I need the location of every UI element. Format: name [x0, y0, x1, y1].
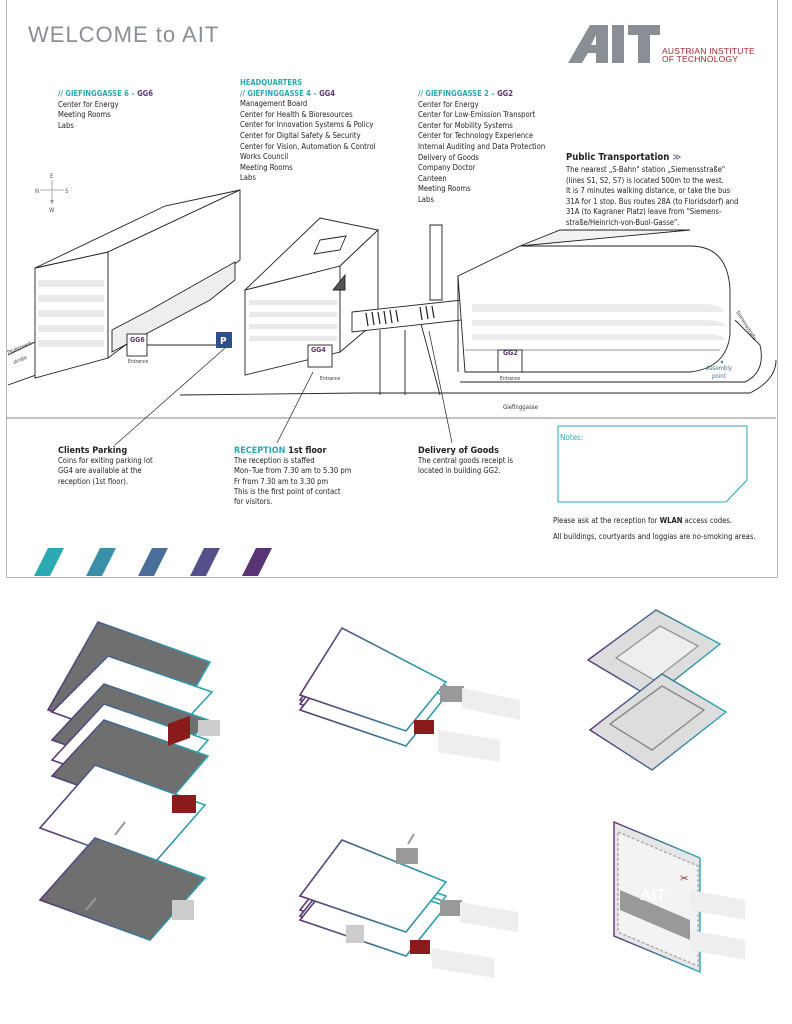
logo-text: AUSTRIAN INSTITUTE OF TECHNOLOGY: [662, 46, 755, 64]
street-label: Siemensstraße: [734, 310, 757, 342]
list-item: Center for Technology Experience: [418, 131, 534, 141]
gg4-label: GG4: [311, 346, 326, 354]
gg4-heading-top: HEADQUARTERS: [240, 78, 303, 87]
fold-step-5: [613, 820, 745, 974]
list-item: Center for Vision, Automation & Control: [240, 141, 376, 151]
list-item: Center for Energy: [418, 99, 479, 109]
notes-box[interactable]: [557, 425, 748, 503]
list-item: Center for Energy: [58, 99, 119, 109]
list-item: Meeting Rooms: [418, 184, 471, 194]
compass-icon: N E S W: [35, 173, 69, 214]
entrance-label: Entrance: [320, 376, 340, 382]
parking-callout: Clients Parking Coins for exiting parkin…: [58, 446, 153, 486]
notes-label: Notes:: [560, 433, 584, 442]
reception-callout: RECEPTION 1st floor The reception is sta…: [234, 446, 352, 507]
list-item: Labs: [58, 120, 74, 130]
wlan-note: Please ask at the reception for WLAN acc…: [553, 516, 733, 525]
list-item: Center for Health & Bioresources: [240, 109, 353, 119]
svg-text:S: S: [65, 188, 69, 195]
list-item: Works Council: [240, 152, 289, 162]
gg2-label: GG2: [503, 349, 518, 357]
list-item: Meeting Rooms: [58, 110, 111, 120]
gg4-column: HEADQUARTERS // GIEFINGGASSE 4 – GG4 Man…: [240, 78, 376, 184]
list-item: Center for Low-Emission Transport: [418, 110, 536, 120]
ait-logo-small: AIT: [640, 887, 666, 904]
parking-icon: [216, 332, 232, 348]
list-item: Center for Mobility Systems: [418, 120, 513, 130]
list-item: Canteen: [418, 173, 447, 183]
gg6-heading: // GIEFINGGASSE 6 – GG6: [58, 89, 154, 98]
fold-step-3: [586, 609, 728, 771]
svg-text:point: point: [712, 373, 726, 380]
fold-step-4: [298, 839, 518, 978]
entrance-label: Entrance: [500, 376, 520, 382]
gg2-column: // GIEFINGGASSE 2 – GG2 Center for Energ…: [418, 89, 545, 206]
gg2-heading: // GIEFINGGASSE 2 – GG2: [418, 89, 514, 98]
street-label: Giefinggasse: [503, 404, 539, 411]
list-item: Labs: [418, 194, 434, 204]
decorative-stripes: [34, 548, 272, 576]
list-item: Internal Auditing and Data Protection: [418, 141, 546, 151]
list-item: Center for Digital Safety & Security: [240, 130, 361, 140]
gg6-column: // GIEFINGGASSE 6 – GG6 Center for Energ…: [58, 89, 153, 131]
page-title: WELCOME to AIT: [28, 22, 220, 47]
no-smoking-note: All buildings, courtyards and loggias ar…: [553, 532, 756, 541]
svg-text:E: E: [50, 173, 54, 180]
delivery-callout: Delivery of Goods The central goods rece…: [418, 446, 514, 476]
list-item: Delivery of Goods: [418, 152, 479, 162]
street-label: Paukerwerk-: [7, 340, 35, 356]
svg-text:W: W: [49, 207, 55, 214]
gg4-heading: // GIEFINGGASSE 4 – GG4: [240, 88, 336, 98]
public-transport-text: The nearest „S-Bahn" station „Siemensstr…: [566, 165, 739, 227]
fold-step-1: [38, 621, 220, 941]
public-transport-title: Public Transportation ≫: [566, 152, 682, 163]
list-item: Company Doctor: [418, 163, 476, 173]
gg6-label: GG6: [130, 336, 145, 344]
building-gg2: [429, 224, 731, 373]
ait-logo: [568, 25, 660, 63]
list-item: Meeting Rooms: [240, 162, 293, 172]
svg-text:P: P: [220, 336, 227, 347]
list-item: Center for Innovation Systems & Policy: [240, 120, 374, 130]
assembly-point-label: Assembly: [706, 365, 733, 372]
bridge: [351, 299, 463, 333]
list-item: Labs: [240, 173, 256, 183]
entrance-label: Entrance: [128, 359, 148, 365]
list-item: Management Board: [240, 99, 308, 109]
street-label: straße: [13, 355, 29, 366]
site-map: GG6 Entrance P GG4 Entrance: [6, 189, 777, 576]
folding-instructions: AIT ✂: [38, 609, 745, 978]
scissors-icon: ✂: [680, 872, 688, 885]
svg-text:N: N: [35, 188, 39, 195]
fold-step-2: [298, 626, 520, 762]
building-gg4: [243, 217, 379, 376]
building-gg6: [34, 189, 241, 379]
